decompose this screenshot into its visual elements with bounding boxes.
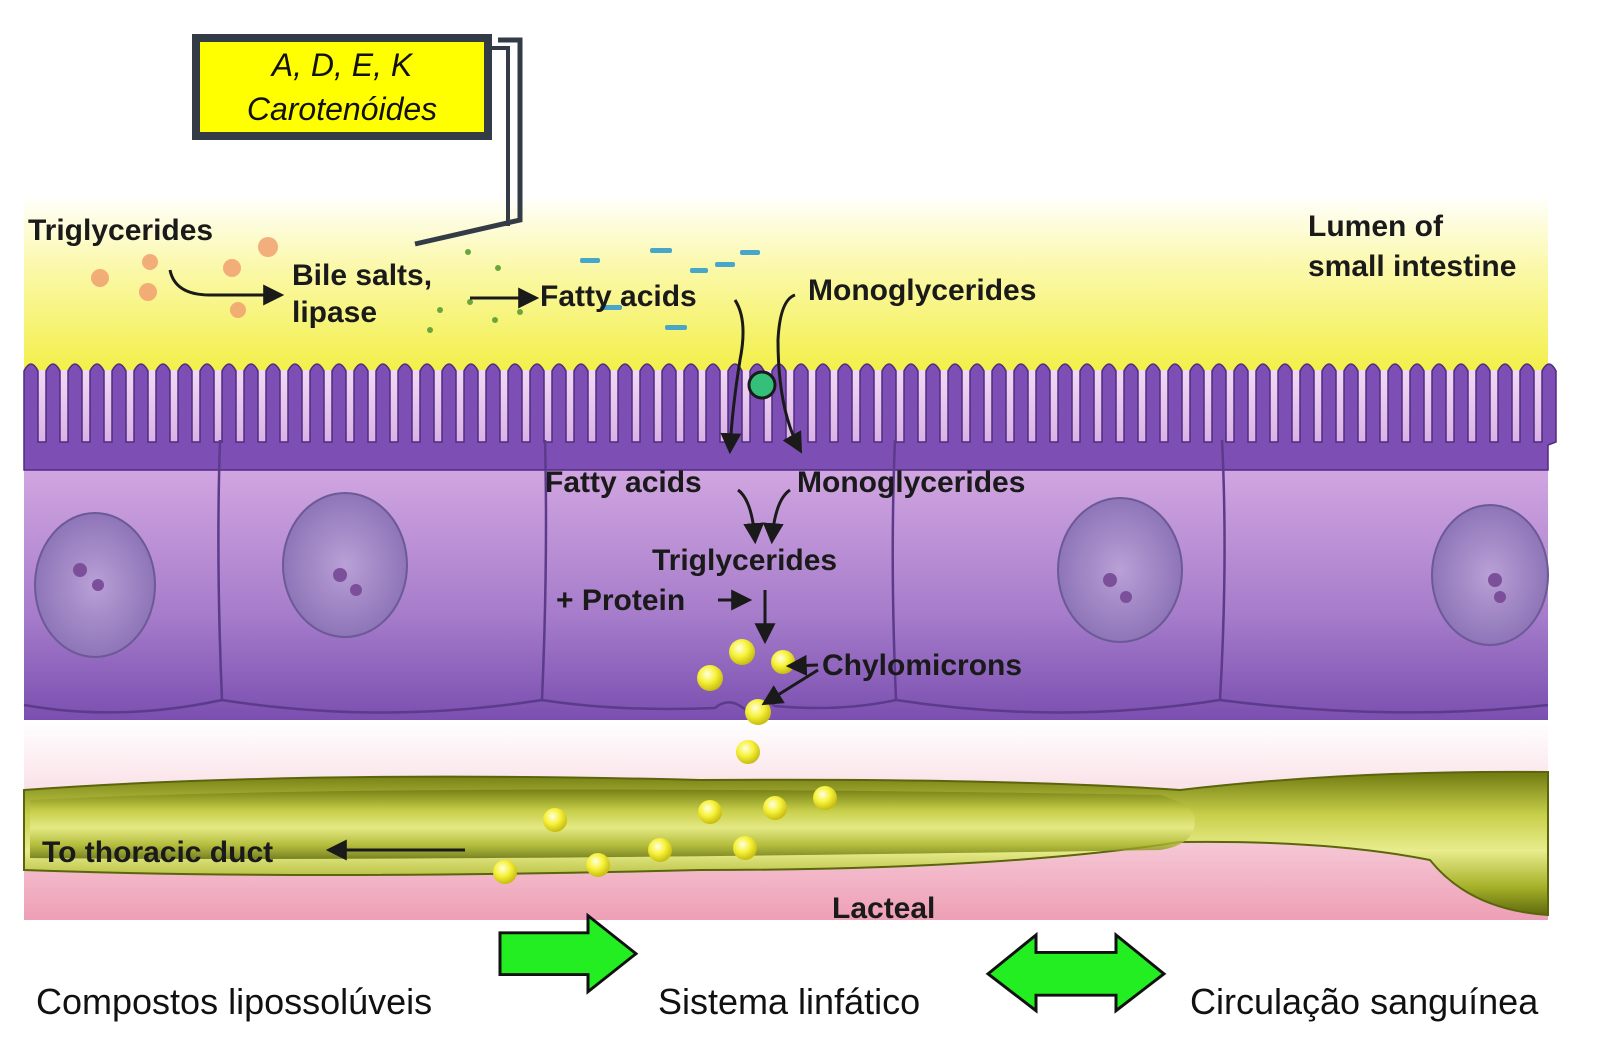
chylomicrons-in-cell [697, 639, 795, 725]
nucleolus [1120, 591, 1132, 603]
chylomicrons-in-lacteal [493, 740, 837, 884]
chylomicron [763, 796, 787, 820]
callout-connector-inner [488, 46, 510, 226]
label-chylomicrons: Chylomicrons [822, 649, 1022, 682]
callout-line2: Carotenóides [247, 91, 437, 127]
chylomicron [813, 786, 837, 810]
chylomicron [543, 808, 567, 832]
diagram-arrows [168, 269, 819, 861]
nucleolus [73, 563, 87, 577]
chylomicron [736, 740, 760, 764]
nucleolus [1488, 573, 1502, 587]
callout-box [200, 42, 484, 132]
nucleolus [92, 579, 104, 591]
chylomicron [733, 836, 757, 860]
chylomicron [771, 650, 795, 674]
label-lumen-line1: Lumen of [1308, 210, 1444, 243]
micelle [747, 370, 777, 400]
label-lipase: lipase [292, 296, 377, 329]
double-arrow-icon [985, 931, 1167, 1014]
chylomicron [697, 665, 723, 691]
label-thoracic-duct: To thoracic duct [42, 836, 273, 869]
label-fatty-acids-lumen: Fatty acids [540, 280, 697, 313]
nucleus [282, 492, 408, 638]
label-lumen-line2: small intestine [1308, 250, 1516, 283]
chylomicron [493, 860, 517, 884]
label-triglycerides-cell: Triglycerides [652, 544, 837, 577]
microvilli [23, 363, 1557, 471]
nuclei [34, 492, 1549, 658]
label-fatty-acids-cell: Fatty acids [545, 466, 702, 499]
label-lacteal: Lacteal [832, 892, 935, 925]
callout-line1: A, D, E, K [270, 47, 414, 83]
nucleolus [1494, 591, 1506, 603]
triglyceride-droplets [91, 237, 278, 318]
callout-connector [414, 37, 523, 247]
label-monoglycerides-cell: Monoglycerides [797, 466, 1025, 499]
label-monoglycerides-lumen: Monoglycerides [808, 274, 1036, 307]
nucleus [1057, 497, 1183, 643]
lacteal-lumen [30, 789, 1195, 859]
right-arrow-icon [498, 912, 639, 995]
flow-step-lymphatic-system: Sistema linfático [658, 981, 920, 1022]
flow-step-lipid-compounds: Compostos lipossolúveis [36, 981, 432, 1022]
nucleus [1431, 504, 1549, 646]
nucleolus [350, 584, 362, 596]
flow-step-blood-circulation: Circulação sanguínea [1190, 981, 1539, 1022]
chylomicron [648, 838, 672, 862]
bile-salt-dots [427, 249, 523, 333]
label-bile-salts: Bile salts, [292, 259, 432, 292]
chylomicron [698, 800, 722, 824]
fatty-acid-dashes [580, 248, 760, 330]
label-triglycerides-lumen: Triglycerides [28, 214, 213, 247]
nucleolus [1103, 573, 1117, 587]
chylomicron [729, 639, 755, 665]
chylomicron [745, 699, 771, 725]
microvilli-border [23, 363, 1557, 471]
label-protein: + Protein [556, 584, 685, 617]
chylomicron [586, 853, 610, 877]
nucleolus [333, 568, 347, 582]
